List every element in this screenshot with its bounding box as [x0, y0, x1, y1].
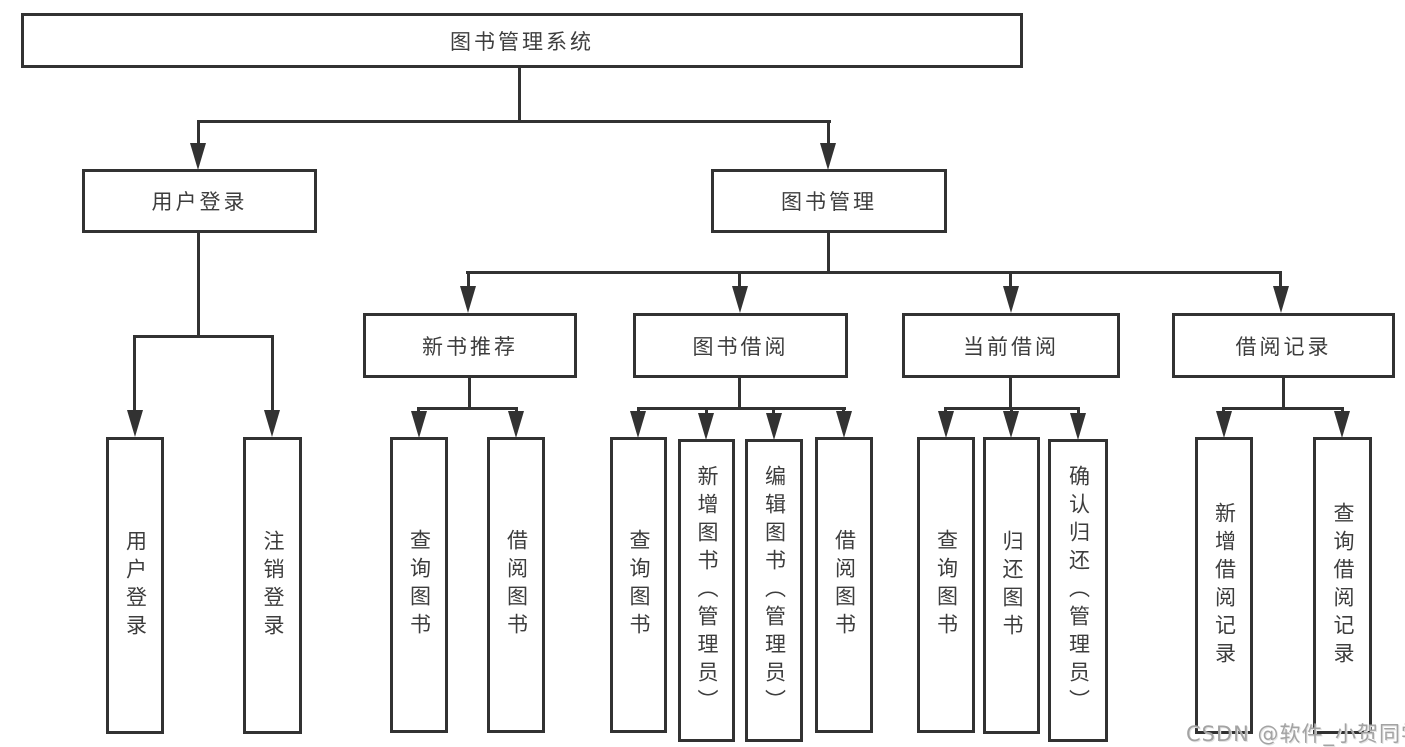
arrow-down-icon [460, 286, 476, 313]
connector-line [705, 407, 708, 415]
connector-line [827, 120, 830, 146]
connector-line [738, 271, 741, 291]
connector-line [518, 66, 521, 122]
arrow-down-icon [190, 143, 206, 170]
arrow-down-icon [1334, 411, 1350, 438]
connector-line [1282, 377, 1285, 409]
arrow-down-icon [508, 411, 524, 438]
node-bb-borrow: 借阅图书 [815, 437, 873, 733]
node-user-login: 用户登录 [82, 169, 317, 233]
node-bb-edit: 编辑图书（管理员） [745, 439, 803, 742]
node-ul-logout: 注销登录 [243, 437, 302, 734]
node-new-book-rec: 新书推荐 [363, 313, 577, 378]
arrow-down-icon [820, 143, 836, 170]
arrow-down-icon [1003, 411, 1019, 438]
connector-line [133, 335, 274, 338]
node-cb-query: 查询图书 [917, 437, 975, 733]
watermark-text: CSDN @软件_小贺同学 [1186, 722, 1405, 746]
arrow-down-icon [766, 413, 782, 440]
arrow-down-icon [411, 411, 427, 438]
connector-line [466, 271, 1282, 274]
arrow-down-icon [1070, 413, 1086, 440]
arrow-down-icon [938, 411, 954, 438]
node-book-mgmt: 图书管理 [711, 169, 947, 233]
node-ul-login: 用户登录 [106, 437, 164, 734]
connector-line [197, 120, 200, 146]
connector-line [1077, 407, 1080, 415]
connector-line [197, 120, 831, 123]
connector-line [1279, 271, 1282, 291]
node-br-query: 查询借阅记录 [1313, 437, 1372, 734]
arrow-down-icon [698, 413, 714, 440]
connector-line [772, 407, 775, 415]
connector-line [637, 407, 846, 410]
arrow-down-icon [127, 410, 143, 437]
arrow-down-icon [1003, 286, 1019, 313]
connector-line [738, 377, 741, 409]
connector-line [271, 335, 274, 413]
connector-line [417, 407, 518, 410]
arrow-down-icon [732, 286, 748, 313]
node-root: 图书管理系统 [21, 13, 1023, 68]
arrow-down-icon [1216, 411, 1232, 438]
node-nb-borrow: 借阅图书 [487, 437, 545, 733]
node-nb-query: 查询图书 [390, 437, 448, 733]
node-book-borrow: 图书借阅 [633, 313, 848, 378]
arrow-down-icon [630, 411, 646, 438]
arrow-down-icon [264, 410, 280, 437]
connector-line [133, 335, 136, 413]
node-bb-query: 查询图书 [610, 437, 667, 733]
connector-line [1009, 377, 1012, 409]
connector-line [197, 233, 200, 337]
connector-line [1222, 407, 1344, 410]
node-bb-add: 新增图书（管理员） [678, 439, 735, 742]
connector-line [1009, 271, 1012, 291]
node-cb-return: 归还图书 [983, 437, 1040, 734]
node-current-borrow: 当前借阅 [902, 313, 1120, 378]
connector-line [467, 271, 470, 291]
node-borrow-records: 借阅记录 [1172, 313, 1395, 378]
connector-line [468, 377, 471, 409]
node-br-add: 新增借阅记录 [1195, 437, 1253, 734]
connector-line [827, 233, 830, 274]
arrow-down-icon [836, 411, 852, 438]
node-cb-confirm: 确认归还（管理员） [1048, 439, 1108, 742]
arrow-down-icon [1273, 286, 1289, 313]
